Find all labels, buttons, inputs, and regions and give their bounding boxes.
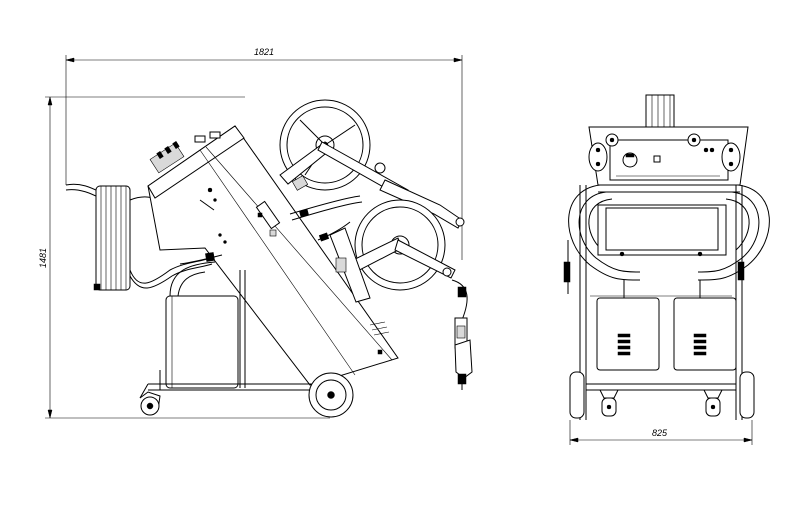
front-cabinet bbox=[563, 204, 745, 294]
dimension-label-825: 825 bbox=[652, 428, 668, 438]
connecting-hoses bbox=[179, 195, 363, 265]
front-view bbox=[563, 94, 770, 420]
rear-hose-coil bbox=[65, 183, 213, 291]
front-upper-panel bbox=[588, 126, 749, 186]
front-gauges bbox=[588, 133, 741, 172]
side-view bbox=[65, 99, 473, 418]
spray-gun bbox=[451, 279, 473, 390]
dimension-height-side: 1481 bbox=[38, 96, 330, 419]
dimension-width-side: 1821 bbox=[65, 47, 463, 260]
dimension-label-1821: 1821 bbox=[254, 47, 274, 57]
side-frame bbox=[139, 270, 320, 399]
front-hose-loop bbox=[568, 184, 770, 281]
side-caster-wheel bbox=[139, 391, 161, 416]
front-wheels bbox=[569, 371, 755, 419]
front-tanks bbox=[596, 280, 737, 371]
upper-hose-reel bbox=[279, 99, 465, 229]
dimension-width-front: 825 bbox=[569, 420, 753, 445]
side-main-wheel bbox=[308, 372, 354, 418]
side-tank bbox=[165, 261, 239, 389]
front-mast bbox=[645, 94, 675, 128]
machine-body bbox=[147, 125, 399, 386]
lower-hose-reel bbox=[329, 199, 456, 303]
dimension-label-1481: 1481 bbox=[38, 248, 48, 268]
